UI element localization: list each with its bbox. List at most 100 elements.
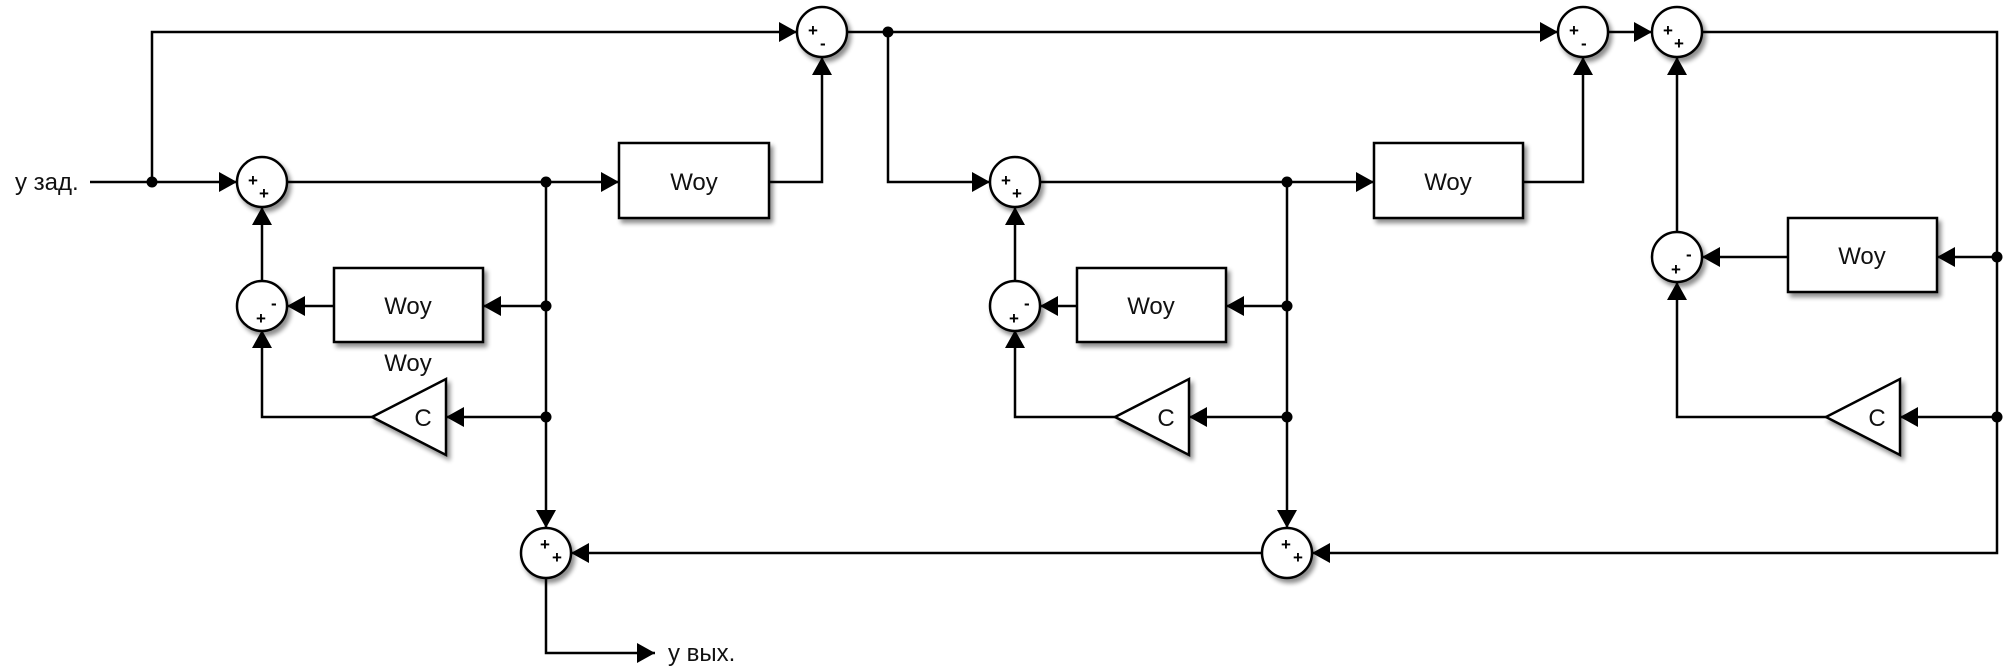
sign-plus: + xyxy=(248,171,258,190)
sign-plus: + xyxy=(540,535,550,554)
wire-top-bypass-1 xyxy=(150,30,797,182)
section-3: + + - + Woy C xyxy=(1650,5,1939,458)
block-label: Woy xyxy=(670,169,718,196)
block-label: Woy xyxy=(1424,169,1472,196)
junction-dot xyxy=(1281,300,1293,312)
arrow-down-icon xyxy=(536,510,556,528)
arrow-right-icon xyxy=(219,172,237,192)
sum-junction-inner-3[interactable]: - + xyxy=(1650,230,1704,284)
arrow-left-icon xyxy=(1040,296,1058,316)
arrow-right-icon xyxy=(1540,22,1558,42)
arrow-up-icon xyxy=(1573,57,1593,75)
junction-dot xyxy=(540,411,552,423)
sign-minus: - xyxy=(1686,245,1692,264)
arrow-up-icon xyxy=(1005,330,1025,348)
block-label: Woy xyxy=(1127,293,1175,320)
arrow-left-icon xyxy=(483,296,501,316)
sign-plus: + xyxy=(808,21,818,40)
wire-gain1-to-inner xyxy=(260,330,372,419)
sign-plus: + xyxy=(1569,21,1579,40)
sum-junction-forward-3[interactable]: + + xyxy=(1650,5,1704,59)
gain-block-c-1[interactable]: C xyxy=(369,376,448,458)
junction-dot xyxy=(540,300,552,312)
sum-junction-compare-2[interactable]: + - xyxy=(1556,5,1610,59)
feedback-block-woy-2[interactable]: Woy xyxy=(1075,266,1228,344)
junction-dot xyxy=(540,176,552,188)
junction-dot xyxy=(146,176,158,188)
wire-box1-to-compare xyxy=(769,57,824,184)
junctions xyxy=(146,26,2003,423)
arrow-up-icon xyxy=(252,330,272,348)
sign-plus: + xyxy=(1663,21,1673,40)
arrow-left-icon xyxy=(1189,407,1207,427)
forward-block-woy-2[interactable]: Woy xyxy=(1372,141,1525,220)
sign-plus: + xyxy=(1281,535,1291,554)
sign-plus: + xyxy=(552,548,562,567)
arrow-right-icon xyxy=(972,172,990,192)
sum-junction-compare-1[interactable]: + - xyxy=(795,5,849,59)
arrowheads xyxy=(219,22,1955,663)
arrow-left-icon xyxy=(287,296,305,316)
gain-label: C xyxy=(1868,405,1885,432)
wire-box2-to-compare xyxy=(1523,57,1585,184)
arrow-up-icon xyxy=(812,57,832,75)
block-label: Woy xyxy=(384,293,432,320)
arrow-left-icon xyxy=(1702,247,1720,267)
sign-plus: + xyxy=(1009,309,1019,328)
sign-plus: + xyxy=(256,309,266,328)
sign-plus: + xyxy=(1674,34,1684,53)
sign-plus: + xyxy=(1001,171,1011,190)
arrow-up-icon xyxy=(1667,57,1687,75)
junction-dot xyxy=(1281,176,1293,188)
wire-sum3-out-bus xyxy=(1312,30,1999,555)
wire-gain2-to-inner xyxy=(1013,330,1115,419)
gain-block-c-2[interactable]: C xyxy=(1112,376,1191,458)
output-sums: + + + + xyxy=(519,526,1314,580)
arrow-right-icon xyxy=(1634,22,1652,42)
wire-output xyxy=(544,578,655,655)
sign-minus: - xyxy=(820,34,826,53)
input-label: у зад. xyxy=(15,169,79,196)
sign-plus: + xyxy=(259,184,269,203)
sign-plus: + xyxy=(1671,260,1681,279)
output-sum-2[interactable]: + + xyxy=(1260,526,1314,580)
sum-junction-inner-2[interactable]: - + xyxy=(988,279,1042,333)
gain-label: C xyxy=(414,405,431,432)
arrow-left-icon xyxy=(571,543,589,563)
sign-minus: - xyxy=(1024,294,1030,313)
sum-junction-inner-1[interactable]: - + xyxy=(235,279,289,333)
arrow-left-icon xyxy=(1312,543,1330,563)
sum-junction-forward-2[interactable]: + + xyxy=(988,155,1042,209)
block-label: Woy xyxy=(1838,243,1886,270)
arrow-down-icon xyxy=(1277,510,1297,528)
arrow-right-icon xyxy=(779,22,797,42)
arrow-up-icon xyxy=(1005,207,1025,225)
arrow-left-icon xyxy=(1937,247,1955,267)
arrow-right-icon xyxy=(637,643,655,663)
forward-block-woy-1[interactable]: Woy xyxy=(617,141,771,220)
sign-minus: - xyxy=(271,294,277,313)
arrow-left-icon xyxy=(446,407,464,427)
gain-label: C xyxy=(1157,405,1174,432)
wire-gain3-to-inner xyxy=(1675,282,1826,419)
feedback-block-woy-3[interactable]: Woy xyxy=(1786,216,1939,294)
section-2: + + - + + - Woy Woy C xyxy=(988,5,1610,458)
sign-plus: + xyxy=(1012,184,1022,203)
output-sum-1[interactable]: + + xyxy=(519,526,573,580)
arrow-up-icon xyxy=(1667,282,1687,300)
arrow-right-icon xyxy=(601,172,619,192)
arrow-left-icon xyxy=(1900,407,1918,427)
feedback-block-woy-1[interactable]: Woy xyxy=(332,266,485,344)
junction-dot xyxy=(1991,411,2003,423)
sign-minus: - xyxy=(1581,34,1587,53)
wire-to-section2 xyxy=(886,32,990,184)
sign-plus: + xyxy=(1293,548,1303,567)
arrow-right-icon xyxy=(1356,172,1374,192)
arrow-left-icon xyxy=(1226,296,1244,316)
arrow-up-icon xyxy=(252,207,272,225)
gain-block-c-3[interactable]: C xyxy=(1823,376,1902,458)
sum-junction-forward-1[interactable]: + + xyxy=(235,155,289,209)
junction-dot xyxy=(1281,411,1293,423)
junction-dot xyxy=(882,26,894,38)
